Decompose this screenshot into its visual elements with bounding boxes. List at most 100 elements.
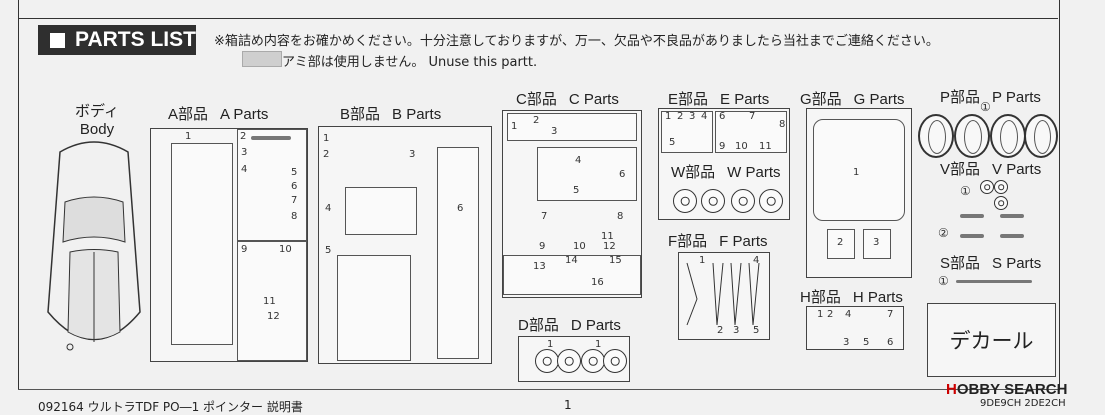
c-part-3: 3 xyxy=(551,126,558,137)
p-parts-jp: P部品 xyxy=(940,89,981,106)
f-parts-jp: F部品 xyxy=(668,233,708,250)
mesh-note: アミ部は使用しません。 Unuse this partt. xyxy=(240,51,537,70)
f-parts-sprue: 1 2 3 4 5 xyxy=(678,252,770,340)
a-part-1-chassis xyxy=(171,143,233,345)
g-part-2: 2 xyxy=(837,237,844,248)
e-part-9: 9 xyxy=(719,141,726,152)
body-label-jp: ボディ xyxy=(75,103,119,120)
c-sprue-bottom xyxy=(503,255,641,295)
p-tire-1 xyxy=(918,114,954,158)
footer-page-number: 1 xyxy=(564,398,572,412)
c-part-16: 16 xyxy=(591,277,604,288)
e-parts-en: E Parts xyxy=(720,91,770,108)
a-part-5: 5 xyxy=(291,167,298,178)
v-rod-3 xyxy=(960,234,984,238)
e-part-8: 8 xyxy=(779,119,786,130)
parts-list-title: PARTS LIST xyxy=(75,28,196,51)
w-parts-en: W Parts xyxy=(727,164,781,181)
h-parts-label: H部品 H Parts xyxy=(800,286,903,307)
decal-box: デカール xyxy=(927,303,1056,377)
footer-code: 9DE9CH 2DE2CH xyxy=(980,398,1066,409)
e-sprue-left xyxy=(661,111,713,153)
p-parts-en: P Parts xyxy=(992,89,1041,106)
h-part-4: 4 xyxy=(845,309,852,320)
h-part-1: 1 xyxy=(817,309,824,320)
h-part-6: 6 xyxy=(887,337,894,348)
a-part-1: 1 xyxy=(185,131,192,142)
c-parts-sprue: 1 2 3 4 5 6 7 8 9 10 11 12 13 14 15 16 xyxy=(502,110,642,298)
f-parts-drawing xyxy=(686,262,760,326)
a-parts-en: A Parts xyxy=(220,106,269,123)
e-part-11: 11 xyxy=(759,141,772,152)
footer-manual-title: 092164 ウルトラTDF PO―1 ポインター 説明書 xyxy=(38,400,303,414)
e-parts-label: E部品 E Parts xyxy=(668,88,769,109)
b-part-5-grille xyxy=(337,255,411,361)
d-parts-jp: D部品 xyxy=(518,317,559,334)
f-parts-en: F Parts xyxy=(719,233,768,250)
b-part-1: 1 xyxy=(323,133,330,144)
a-part-6: 6 xyxy=(291,181,298,192)
c-part-10: 10 xyxy=(573,241,586,252)
p-tire-4 xyxy=(1024,114,1058,158)
g-parts-sprue: 1 2 3 xyxy=(806,108,912,278)
a-part-4: 4 xyxy=(241,164,248,175)
v-part-1-pin-c xyxy=(994,196,1008,210)
b-part-2: 2 xyxy=(323,149,330,160)
c-part-13: 13 xyxy=(533,261,546,272)
d-parts-en: D Parts xyxy=(570,317,621,334)
a-part-10: 10 xyxy=(279,244,292,255)
v-part-1: ① xyxy=(960,184,971,198)
c-part-9: 9 xyxy=(539,241,546,252)
e-part-3: 3 xyxy=(689,111,696,122)
h-part-2: 2 xyxy=(827,309,834,320)
a-part-9: 9 xyxy=(241,244,248,255)
body-label-en: Body xyxy=(79,121,115,138)
h-parts-sprue: 1 2 3 4 5 6 7 xyxy=(806,306,904,350)
g-part-1: 1 xyxy=(853,167,860,178)
b-part-5: 5 xyxy=(325,245,332,256)
d-part-1-a: 1 xyxy=(547,339,554,350)
body-drawing xyxy=(47,141,141,351)
h-parts-en: H Parts xyxy=(852,289,903,306)
p-tire-3 xyxy=(990,114,1026,158)
h-part-3: 3 xyxy=(843,337,850,348)
a-part-2: 2 xyxy=(240,131,247,142)
h-parts-jp: H部品 xyxy=(800,289,841,306)
a-part-7: 7 xyxy=(291,195,298,206)
e-part-10: 10 xyxy=(735,141,748,152)
a-part-8: 8 xyxy=(291,211,298,222)
e-part-1: 1 xyxy=(665,111,672,122)
h-part-7: 7 xyxy=(887,309,894,320)
c-part-11: 11 xyxy=(601,231,614,242)
b-part-4 xyxy=(345,187,417,235)
d-part-1-b: 1 xyxy=(595,339,602,350)
logo-h: H xyxy=(946,381,957,398)
f-part-4: 4 xyxy=(753,255,760,266)
w-wheel-3 xyxy=(731,189,755,213)
w-parts-jp: W部品 xyxy=(671,164,716,181)
footer-divider xyxy=(18,389,1058,390)
a-part-12: 12 xyxy=(267,311,280,322)
f-part-1: 1 xyxy=(699,255,706,266)
p-parts-label: P部品 P Parts xyxy=(940,86,1041,107)
c-part-1: 1 xyxy=(511,121,518,132)
logo-rest: OBBY SEARCH xyxy=(956,381,1068,398)
v-rod-1 xyxy=(960,214,984,218)
a-part-2-rod xyxy=(251,136,291,140)
e-part-7: 7 xyxy=(749,111,756,122)
body-label: ボディ Body xyxy=(72,100,122,138)
b-part-6-frame xyxy=(437,147,479,359)
g-part-2-panel xyxy=(827,229,855,259)
g-part-1-window xyxy=(813,119,905,221)
p-tire-2 xyxy=(954,114,990,158)
hobby-search-logo: HOBBY SEARCH xyxy=(946,381,1067,398)
e-parts-jp: E部品 xyxy=(668,91,709,108)
v-rod-2 xyxy=(1000,214,1024,218)
d-parts-label: D部品 D Parts xyxy=(518,314,621,335)
p-part-1: ① xyxy=(980,100,991,114)
c-part-6: 6 xyxy=(619,169,626,180)
